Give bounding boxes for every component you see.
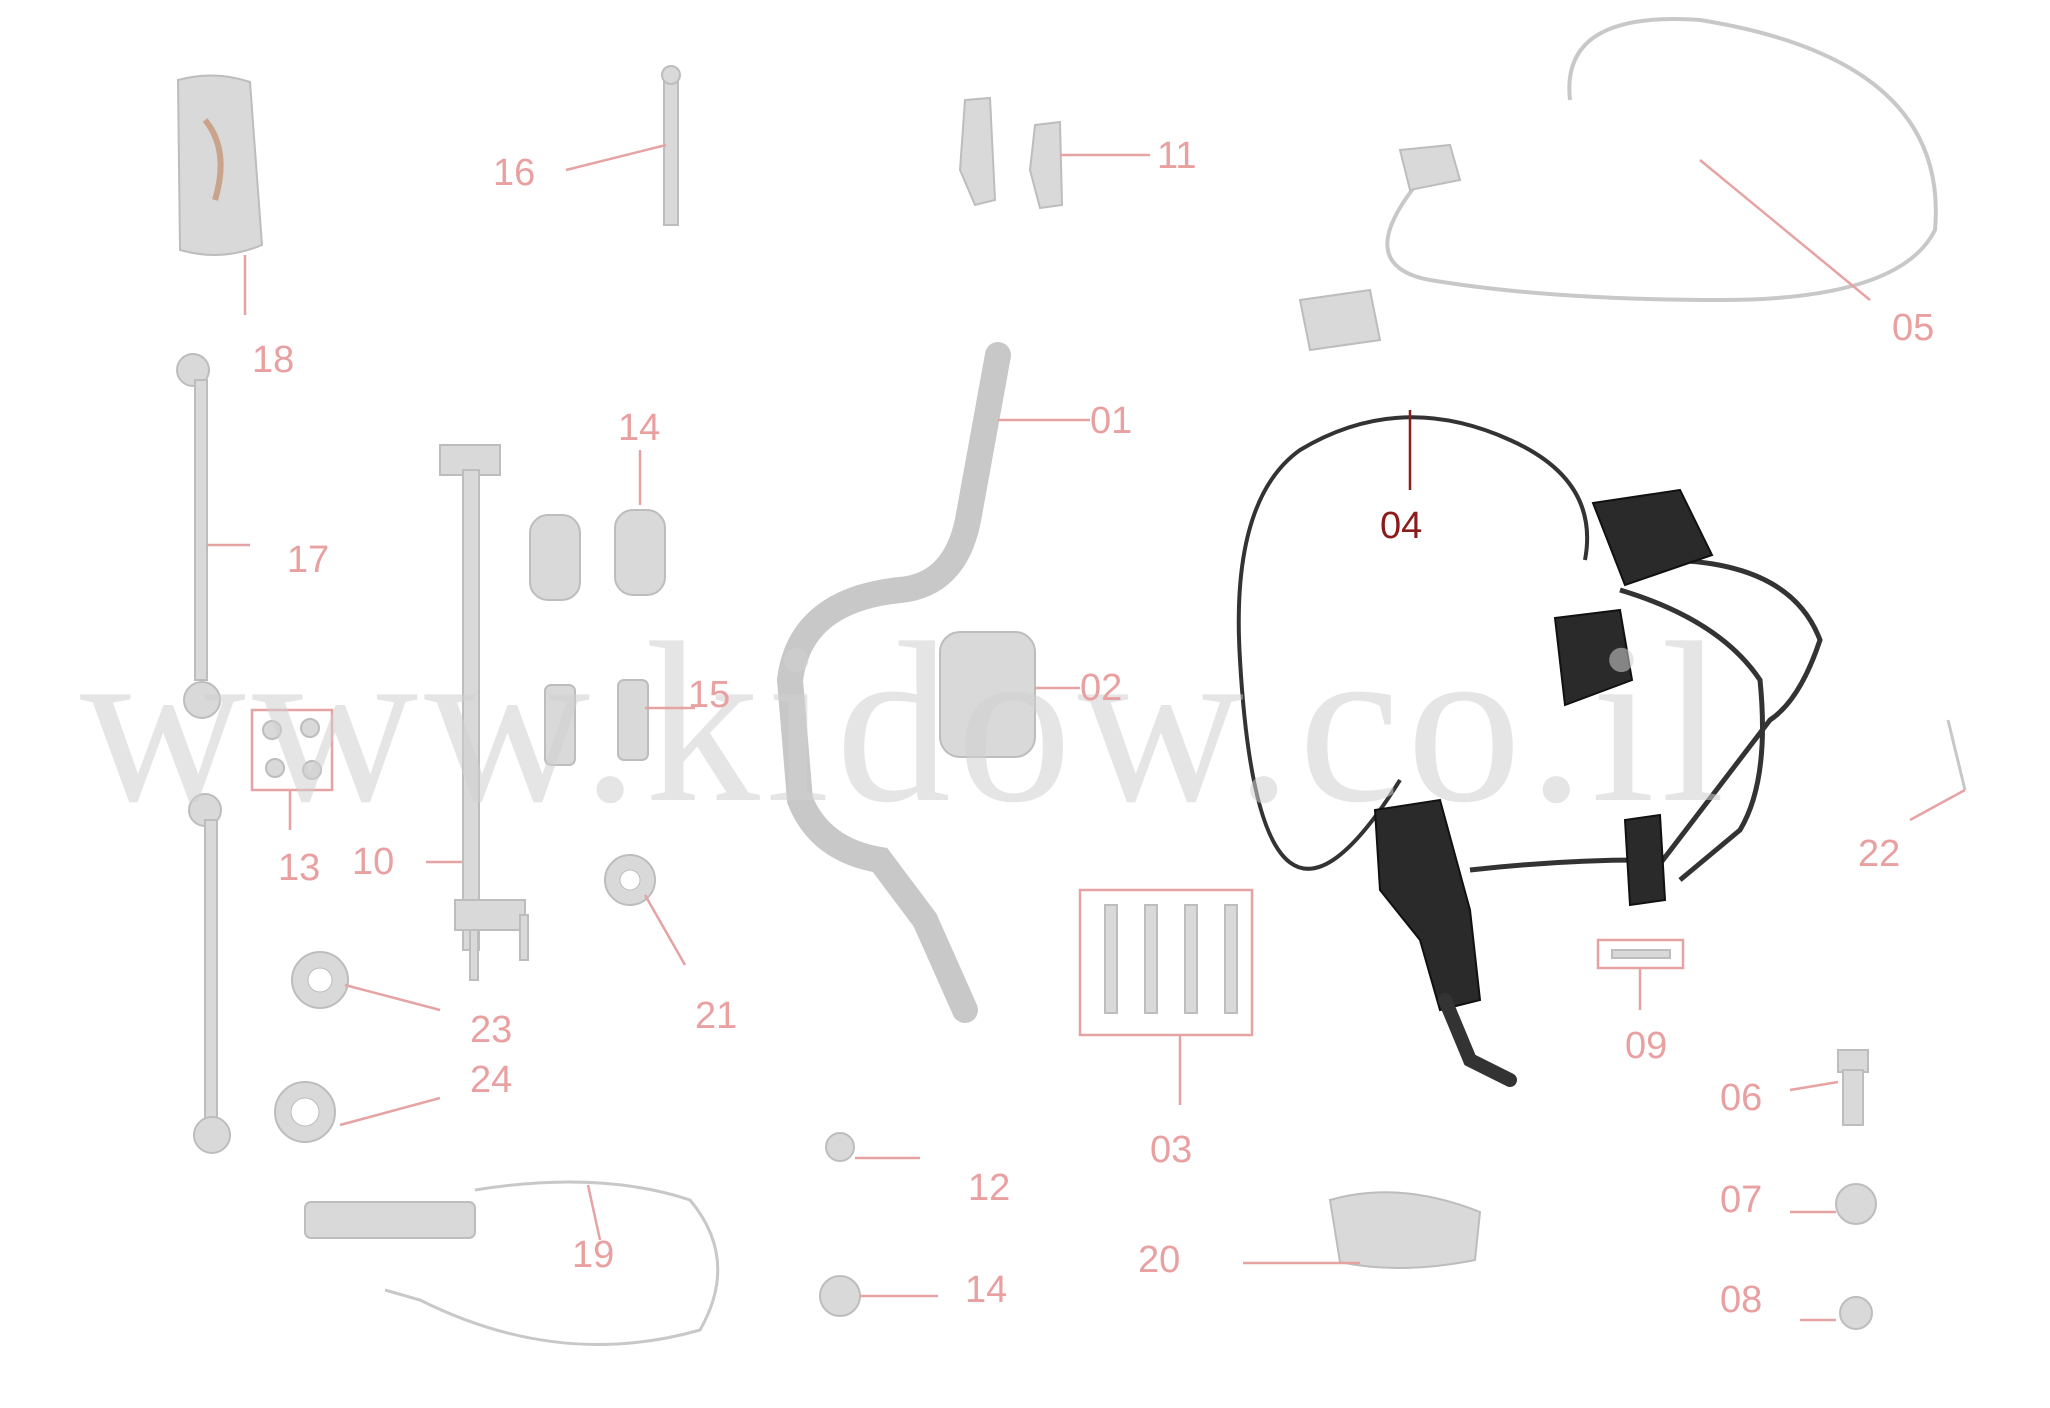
part-labels: 01 02 03 04 05 06 07 08 09 10 11 12 13 1… bbox=[252, 135, 1934, 1321]
label-08: 08 bbox=[1720, 1279, 1762, 1321]
leader-05 bbox=[1699, 159, 1871, 301]
part-06-bolt bbox=[1837, 1049, 1869, 1126]
label-18: 18 bbox=[252, 339, 294, 381]
part-24-washer bbox=[274, 1081, 336, 1143]
label-12: 12 bbox=[968, 1167, 1010, 1209]
part-15-spacers bbox=[544, 679, 649, 766]
part-13-bolts-set bbox=[250, 708, 334, 792]
label-14b: 14 bbox=[965, 1269, 1007, 1311]
label-05: 05 bbox=[1892, 307, 1934, 349]
part-18-grip bbox=[176, 74, 264, 256]
part-02-clamp-plate bbox=[939, 631, 1036, 758]
part-08-washer bbox=[1839, 1296, 1873, 1330]
part-03-bolt-set bbox=[1078, 888, 1254, 1037]
label-11: 11 bbox=[1157, 135, 1196, 177]
watermark-text: www.kidow.co.il bbox=[80, 595, 1731, 850]
label-09: 09 bbox=[1625, 1025, 1667, 1067]
label-04: 04 bbox=[1380, 505, 1422, 547]
leader-lines bbox=[207, 143, 1966, 1322]
leader-06 bbox=[1789, 1080, 1839, 1092]
part-05-brake-assembly bbox=[1298, 17, 1938, 352]
label-19: 19 bbox=[572, 1234, 614, 1276]
part-12-washer bbox=[825, 1132, 855, 1162]
part-01-handlebar bbox=[776, 342, 1011, 1023]
leader-22 bbox=[1909, 788, 1966, 822]
leader-24 bbox=[339, 1096, 441, 1127]
part-07-nut bbox=[1835, 1183, 1877, 1225]
part-22-spring bbox=[1946, 719, 1967, 791]
part-20-bracket bbox=[1328, 1191, 1482, 1269]
part-19-throttle bbox=[304, 1180, 720, 1346]
leader-19 bbox=[586, 1184, 602, 1241]
part-23-washer bbox=[291, 951, 349, 1009]
part-17-tie-rod bbox=[176, 353, 231, 1154]
label-03: 03 bbox=[1150, 1129, 1192, 1171]
part-11-clamps bbox=[958, 96, 1064, 210]
part-09-pin bbox=[1596, 938, 1685, 970]
label-02: 02 bbox=[1080, 667, 1122, 709]
leader-21 bbox=[643, 894, 687, 966]
label-14a: 14 bbox=[618, 407, 660, 449]
part-14-nut bbox=[819, 1275, 861, 1317]
label-13: 13 bbox=[278, 847, 320, 889]
part-16-bolt bbox=[661, 65, 681, 226]
part-10-steering-column bbox=[439, 444, 529, 981]
label-06: 06 bbox=[1720, 1077, 1762, 1119]
label-16: 16 bbox=[493, 152, 535, 194]
part-14-clamp-blocks bbox=[529, 509, 666, 601]
label-24: 24 bbox=[470, 1059, 512, 1101]
label-17: 17 bbox=[287, 539, 329, 581]
label-10: 10 bbox=[352, 841, 394, 883]
leader-16 bbox=[565, 143, 667, 172]
part-21-nut bbox=[604, 854, 656, 906]
label-23: 23 bbox=[470, 1009, 512, 1051]
label-22: 22 bbox=[1858, 833, 1900, 875]
label-21: 21 bbox=[695, 995, 737, 1037]
part-04-hydraulic-brake-set bbox=[1236, 415, 1823, 1087]
label-07: 07 bbox=[1720, 1179, 1762, 1221]
label-20: 20 bbox=[1138, 1239, 1180, 1281]
label-01: 01 bbox=[1090, 400, 1132, 442]
label-15: 15 bbox=[688, 674, 730, 716]
leader-23 bbox=[344, 983, 441, 1012]
